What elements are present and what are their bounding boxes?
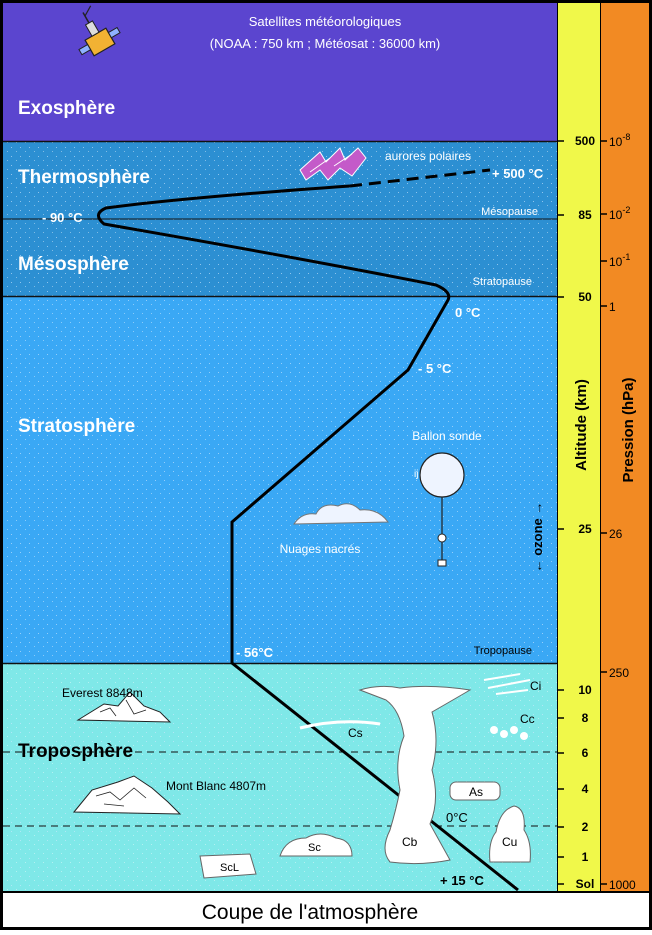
altitude-tick-label: 10 xyxy=(578,683,592,697)
cloud-as-label: As xyxy=(469,785,483,799)
altitude-bar xyxy=(558,3,600,891)
altitude-tick-label: 85 xyxy=(578,208,592,222)
altitude-tick-label: 8 xyxy=(582,711,589,725)
cloud-cs-label: Cs xyxy=(348,726,363,740)
montblanc-mountain-icon xyxy=(72,775,182,815)
altitude-tick-label: 1 xyxy=(582,850,589,864)
satellite-icon xyxy=(78,5,121,57)
temp-minus-56: - 56°C xyxy=(236,645,274,660)
altitude-tick-label: Sol xyxy=(576,877,595,891)
aurora-label: aurores polaires xyxy=(385,149,471,163)
everest-label: Everest 8848m xyxy=(62,686,143,700)
cirrocumulus-cloud xyxy=(490,726,528,740)
cloud-cc-label: Cc xyxy=(520,712,535,726)
satellites-title: Satellites météorologiques xyxy=(249,14,402,29)
pressure-tick-label: 1000 xyxy=(609,878,636,892)
footer-band xyxy=(3,893,649,927)
cloud-cu-label: Cu xyxy=(502,835,517,849)
cumulonimbus-cloud xyxy=(358,685,472,865)
temperature-extrapolation xyxy=(349,168,491,188)
pressure-tick-label: 1 xyxy=(609,300,616,314)
altitude-tick-label: 500 xyxy=(575,134,595,148)
diagram-title: Coupe de l'atmosphère xyxy=(202,901,418,924)
altitude-tick-label: 6 xyxy=(582,746,589,760)
temp-plus-15: + 15 °C xyxy=(440,873,484,888)
altitude-tick-label: 4 xyxy=(582,782,589,796)
layer-thermosphere: Thermosphère xyxy=(18,167,150,188)
temp-minus-90: - 90 °C xyxy=(42,210,83,225)
pressure-tick-label: 26 xyxy=(609,527,623,541)
layer-stratosphere: Stratosphère xyxy=(18,416,135,437)
svg-text:ij: ij xyxy=(414,469,418,480)
tropopause-label: Tropopause xyxy=(474,645,532,657)
temp-zero-strat: 0 °C xyxy=(455,305,481,320)
aurora-icon xyxy=(299,147,367,181)
temp-minus-5: - 5 °C xyxy=(418,361,452,376)
everest-mountain-icon xyxy=(76,691,172,723)
montblanc-label: Mont Blanc 4807m xyxy=(166,779,266,793)
stratopause-label: Stratopause xyxy=(473,276,532,288)
nuages-nacres-label: Nuages nacrés xyxy=(280,542,361,556)
altostratus-cloud xyxy=(449,781,501,801)
nacreous-cloud-icon xyxy=(293,503,389,525)
cloud-cb-label: Cb xyxy=(402,835,418,849)
altitude-axis-label: Altitude (km) xyxy=(573,379,590,471)
weather-balloon-icon: ij xyxy=(414,452,465,567)
cumulus-cloud xyxy=(489,805,531,863)
stratus-low-cloud xyxy=(199,853,257,879)
cirrus-cloud xyxy=(483,673,531,695)
altitude-tick-label: 2 xyxy=(582,820,589,834)
altitude-tick-label: 25 xyxy=(578,522,592,536)
ozone-label: ← ozone → xyxy=(530,502,545,573)
layer-exosphere: Exosphère xyxy=(18,98,115,119)
cloud-scl-label: ScL xyxy=(220,862,239,874)
temp-plus-500: + 500 °C xyxy=(492,166,544,181)
cloud-sc-label: Sc xyxy=(308,842,321,854)
temp-zero-tropo: 0°C xyxy=(446,810,468,825)
cloud-ci-label: Ci xyxy=(530,679,541,693)
cirrostratus-cloud xyxy=(299,720,381,730)
pressure-axis-label: Pression (hPa) xyxy=(620,377,637,482)
pressure-bar xyxy=(601,3,649,891)
pressure-tick-label: 250 xyxy=(609,666,629,680)
satellites-altitudes: (NOAA : 750 km ; Météosat : 36000 km) xyxy=(210,36,440,51)
layer-troposphere: Troposphère xyxy=(18,741,133,762)
mesopause-label: Mésopause xyxy=(481,206,538,218)
layer-mesosphere: Mésosphère xyxy=(18,254,129,275)
ballon-label: Ballon sonde xyxy=(412,429,482,443)
temperature-profile xyxy=(97,184,519,892)
stratocumulus-cloud xyxy=(279,833,353,857)
altitude-tick-label: 50 xyxy=(578,290,592,304)
